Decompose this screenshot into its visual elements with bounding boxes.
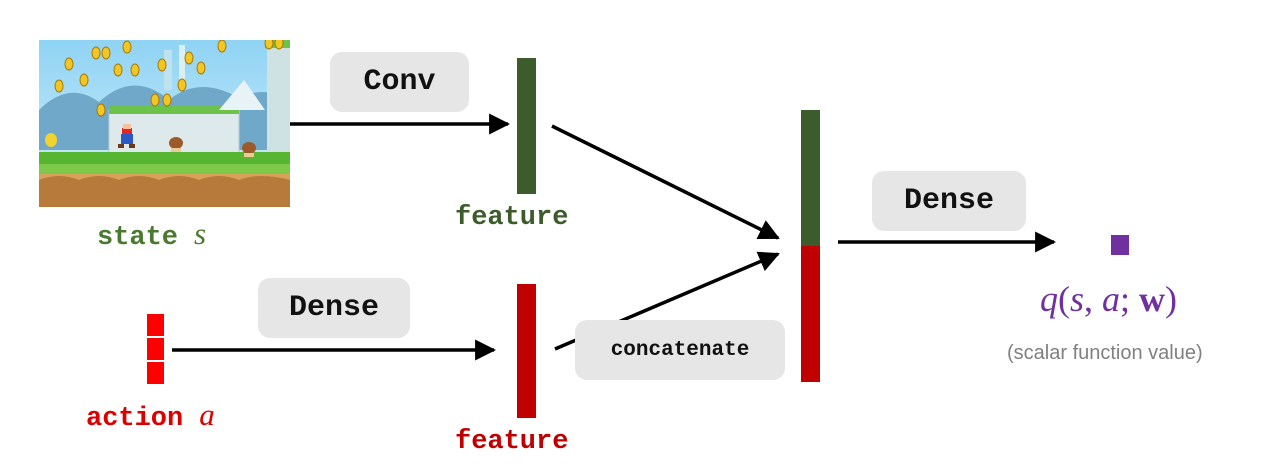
action-vector-cell [147, 314, 164, 336]
q-symbol: q [1040, 279, 1058, 319]
conv-op-box: Conv [330, 52, 469, 112]
concatenated-action-part [801, 246, 820, 382]
action-label: action a [86, 397, 215, 434]
concatenate-op-label: concatenate [610, 338, 750, 362]
game-screenshot-icon [39, 36, 290, 207]
output-q-function: q(s, a; w) [1040, 279, 1178, 319]
action-variable: a [199, 397, 215, 432]
state-image [39, 36, 290, 207]
dense-action-op-label: Dense [288, 291, 379, 325]
action-vector-cell [147, 338, 164, 360]
concatenated-state-part [801, 110, 820, 246]
output-scalar [1111, 235, 1129, 255]
action-vector-cell [147, 362, 164, 384]
state-feature-to-concat-arrow [551, 124, 780, 240]
conv-op-label: Conv [363, 65, 436, 99]
concatenate-op-box: concatenate [575, 320, 785, 380]
concatenated-feature-bar [801, 110, 820, 382]
dense-output-op-label: Dense [903, 184, 994, 218]
state-label: state s [97, 216, 207, 253]
action-label-text: action [86, 404, 184, 434]
dense-output-op-box: Dense [872, 171, 1026, 231]
action-feature-bar [517, 284, 536, 418]
action-vector [147, 314, 164, 384]
state-feature-bar [517, 58, 536, 194]
state-label-text: state [97, 223, 179, 253]
action-feature-label: feature [455, 427, 569, 457]
state-variable: s [194, 216, 207, 251]
output-description: (scalar function value) [1007, 342, 1203, 364]
state-feature-label: feature [455, 203, 569, 233]
dense-action-op-box: Dense [258, 278, 410, 338]
